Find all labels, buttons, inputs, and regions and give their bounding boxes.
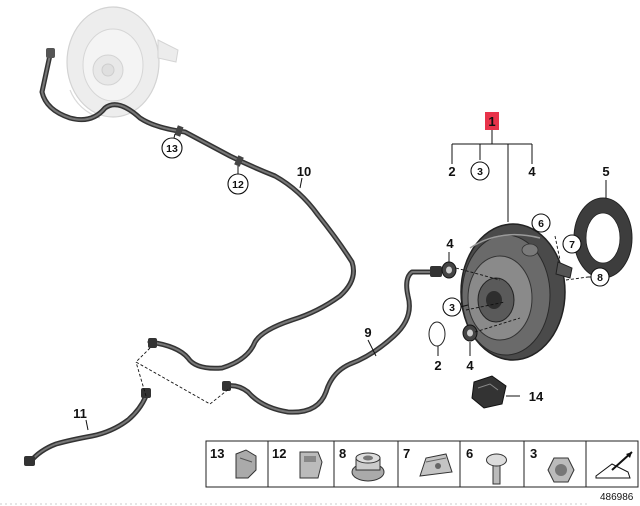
hose-clip-icon [299, 451, 323, 479]
hose-upper [39, 48, 356, 371]
callout-6-circle [531, 213, 551, 233]
parts-table-num-13: 13 [210, 446, 224, 461]
parts-table-num-6: 6 [466, 446, 473, 461]
parts-table: 13 12 8 7 6 3 [205, 440, 639, 488]
callout-12: 12 [232, 179, 244, 191]
callout-2-top: 2 [448, 164, 455, 179]
callout-3-top-circle [470, 161, 490, 181]
callout-11: 11 [73, 406, 87, 421]
parts-table-num-7: 7 [403, 446, 410, 461]
callout-1-highlight [485, 112, 499, 130]
callout-3-mid: 3 [449, 302, 455, 314]
callout-2-seal: 2 [434, 358, 441, 373]
callout-8-circle [590, 267, 610, 287]
callout-7: 7 [569, 239, 575, 251]
hex-nut-icon [547, 457, 575, 483]
ghost-brake-booster [66, 6, 179, 119]
brake-booster [460, 223, 573, 361]
callout-4-lower-nut: 4 [466, 358, 474, 373]
flange-nut-icon [351, 452, 385, 482]
callout-7-circle [562, 234, 582, 254]
bracket [471, 375, 507, 409]
callout-9: 9 [364, 325, 371, 340]
nut-lower [462, 324, 478, 342]
callout-8: 8 [597, 272, 603, 284]
seal-ring [428, 321, 446, 347]
callout-12-circle [227, 173, 249, 195]
callout-4-upper-nut: 4 [446, 236, 454, 251]
reference-number: 486986 [600, 492, 634, 503]
callout-13-circle [161, 137, 183, 159]
parts-table-num-3: 3 [530, 446, 537, 461]
parts-table-num-12: 12 [272, 446, 286, 461]
callout-14: 14 [529, 389, 544, 404]
assembly-lines [455, 235, 589, 333]
callout-4-top: 4 [528, 164, 536, 179]
callout-6: 6 [538, 218, 544, 230]
callout-3-mid-circle [442, 297, 462, 317]
hose-9 [222, 266, 442, 415]
callout-3-top: 3 [477, 166, 483, 178]
parts-table-num-8: 8 [339, 446, 346, 461]
nut-upper [441, 261, 457, 279]
hose-connection-lines [135, 347, 231, 405]
arrow-icon [595, 451, 633, 479]
bolt-icon [486, 453, 507, 485]
callout-5: 5 [602, 164, 609, 179]
spring-nut-icon [419, 453, 453, 477]
gasket [573, 197, 633, 279]
callout-10: 10 [297, 164, 311, 179]
hose-11 [24, 338, 157, 466]
callout-1: 1 [488, 114, 495, 129]
callout-13: 13 [166, 143, 178, 155]
clip-icon [235, 449, 257, 479]
